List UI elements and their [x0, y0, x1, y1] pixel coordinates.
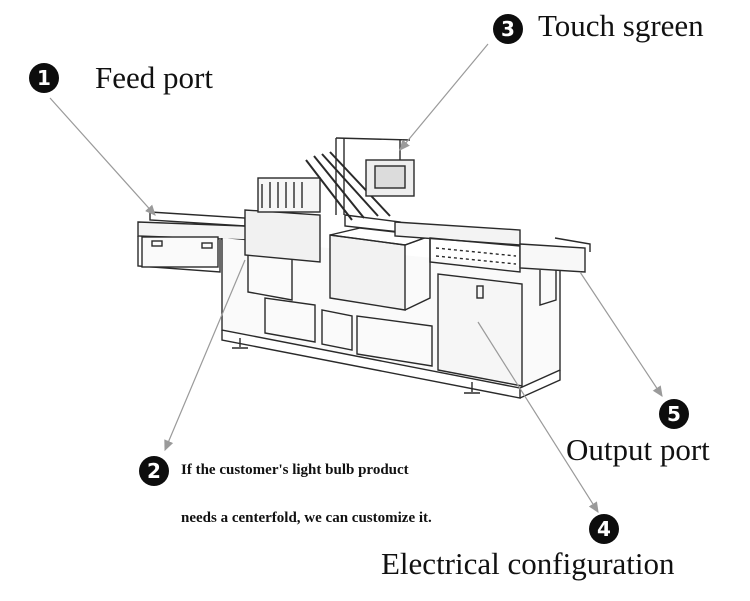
leader-line-2: [164, 259, 246, 452]
callout-4-badge: 4: [589, 514, 619, 544]
machine-illustration: [137, 137, 591, 399]
callout-1-label: Feed port: [95, 60, 213, 95]
callout-3-label: Touch sgreen: [538, 8, 704, 43]
callout-4-label: Electrical configuration: [381, 546, 675, 581]
leader-line-5: [579, 271, 663, 398]
callout-2-line-1: If the customer's light bulb product: [181, 462, 409, 478]
callout-3-badge: 3: [493, 14, 523, 44]
callout-2-badge: 2: [139, 456, 169, 486]
callout-5-label: Output port: [566, 432, 710, 467]
leader-lines: [49, 43, 663, 514]
callout-2-line-2: needs a centerfold, we can customize it.: [181, 510, 432, 526]
leader-line-3: [399, 43, 489, 151]
callout-1-badge: 1: [29, 63, 59, 93]
leader-line-4: [477, 321, 599, 514]
leader-line-1: [49, 97, 156, 216]
callout-5-badge: 5: [659, 399, 689, 429]
